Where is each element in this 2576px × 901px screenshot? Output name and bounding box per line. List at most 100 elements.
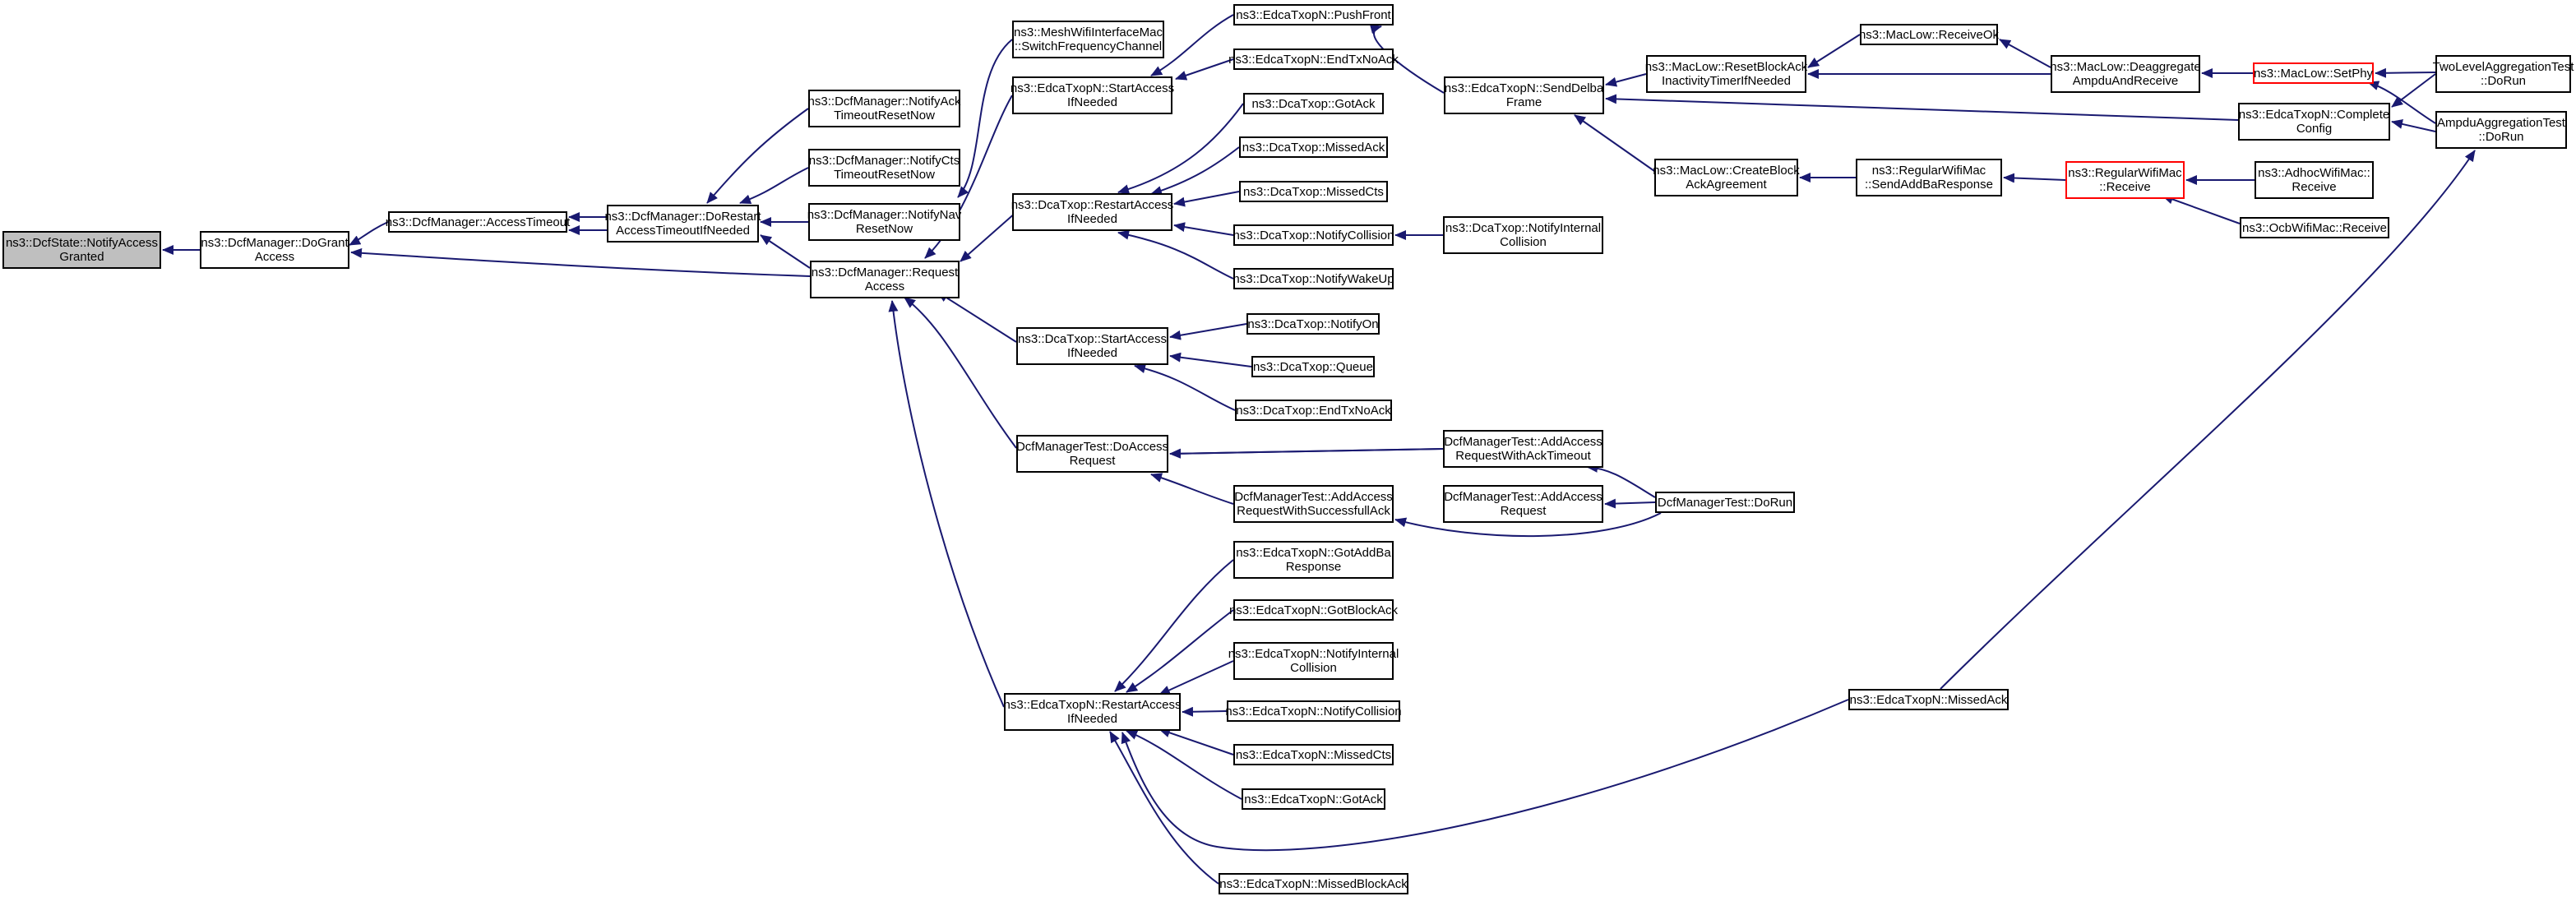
node-label: ns3::DcaTxop::StartAccess	[1018, 332, 1167, 346]
node-dcatxop-end-tx-no-ack[interactable]: ns3::DcaTxop::EndTxNoAck	[1235, 400, 1392, 421]
node-label: ns3::RegularWifiMac	[1871, 164, 1986, 178]
node-label: ns3::EdcaTxopN::GotBlockAck	[1228, 603, 1399, 617]
node-label: ns3::EdcaTxopN::PushFront	[1236, 7, 1391, 22]
node-label: TwoLevelAggregationTest	[2432, 60, 2574, 74]
node-ocbwifimac-receive[interactable]: ns3::OcbWifiMac::Receive	[2240, 217, 2389, 238]
node-ampdu-aggregation-test[interactable]: AmpduAggregationTest::DoRun	[2435, 111, 2567, 149]
node-dcatxop-missed-cts[interactable]: ns3::DcaTxop::MissedCts	[1239, 181, 1388, 202]
node-edcatxopn-missed-ack[interactable]: ns3::EdcaTxopN::MissedAck	[1848, 689, 2009, 710]
node-label: ResetNow	[855, 222, 913, 236]
node-label: ns3::AdhocWifiMac::	[2258, 166, 2370, 180]
call-edge	[2375, 67, 2436, 78]
node-label: DcfManagerTest::AddAccess	[1234, 490, 1393, 504]
node-label: ns3::DcfManager::NotifyAck	[807, 95, 961, 109]
call-edge	[1159, 660, 1234, 695]
node-label: Config	[2296, 122, 2333, 136]
node-label: ns3::EdcaTxopN::StartAccess	[1010, 81, 1175, 95]
node-dcfmanager-access-timeout[interactable]: ns3::DcfManager::AccessTimeout	[386, 211, 570, 233]
node-maclow-receive-ok[interactable]: ns3::MacLow::ReceiveOk	[1859, 24, 1999, 45]
node-label: Granted	[59, 250, 104, 264]
node-label: ns3::DcaTxop::EndTxNoAck	[1236, 403, 1391, 418]
node-label: ns3::DcfManager::AccessTimeout	[385, 215, 571, 229]
node-label: ns3::DcfState::NotifyAccess	[5, 236, 159, 250]
node-label: RequestWithSuccessfullAck	[1237, 504, 1390, 518]
call-edge	[1173, 191, 1240, 207]
node-maclow-set-phy[interactable]: ns3::MacLow::SetPhy	[2253, 62, 2374, 84]
node-label: IfNeeded	[1067, 712, 1117, 726]
node-label: Collision	[1290, 661, 1337, 675]
node-label: ns3::DcaTxop::Queue	[1253, 359, 1373, 374]
node-adhocwifimac-receive[interactable]: ns3::AdhocWifiMac::Receive	[2255, 161, 2374, 199]
call-edge	[1169, 448, 1444, 459]
node-label: DcfManagerTest::DoAccess	[1015, 440, 1169, 454]
call-edge	[1605, 73, 1647, 87]
call-edge	[904, 297, 1017, 449]
call-edge	[1173, 222, 1234, 236]
node-edcatxopn-end-tx-no-ack[interactable]: ns3::EdcaTxopN::EndTxNoAck	[1228, 49, 1399, 70]
node-label: TimeoutResetNow	[834, 109, 935, 122]
node-dcatxop-queue[interactable]: ns3::DcaTxop::Queue	[1251, 356, 1375, 377]
node-label: ns3::DcaTxop::GotAck	[1251, 96, 1376, 111]
node-edcatxopn-push-front[interactable]: ns3::EdcaTxopN::PushFront	[1233, 4, 1394, 25]
node-two-level-aggregation-test[interactable]: TwoLevelAggregationTest::DoRun	[2432, 55, 2574, 93]
node-label: ns3::OcbWifiMac::Receive	[2242, 220, 2387, 235]
node-edcatxopn-missed-block-ack[interactable]: ns3::EdcaTxopN::MissedBlockAck	[1219, 873, 1408, 894]
node-label: ns3::DcaTxop::MissedCts	[1243, 184, 1384, 199]
node-label: ns3::DcaTxop::NotifyWakeUp	[1233, 271, 1394, 286]
node-label: ns3::EdcaTxopN::MissedBlockAck	[1219, 876, 1408, 891]
node-label: ns3::EdcaTxopN::SendDelba	[1444, 81, 1604, 95]
node-label: AmpduAndReceive	[2072, 74, 2179, 88]
call-edge	[1574, 114, 1655, 172]
node-label: ns3::MacLow::CreateBlock	[1653, 164, 1800, 178]
node-label: ns3::DcaTxop::MissedAck	[1242, 140, 1385, 155]
node-dcatxop-missed-ack[interactable]: ns3::DcaTxop::MissedAck	[1239, 136, 1388, 158]
node-edcatxopn-notify-collision[interactable]: ns3::EdcaTxopN::NotifyCollision	[1225, 700, 1402, 722]
node-regularwifimac-send-addba-response[interactable]: ns3::RegularWifiMac::SendAddBaResponse	[1856, 159, 2002, 196]
node-label: ns3::DcaTxop::NotifyOn	[1247, 317, 1379, 331]
node-dcatxop-got-ack[interactable]: ns3::DcaTxop::GotAck	[1243, 93, 1384, 114]
call-edge	[1394, 512, 1662, 538]
node-label: ns3::DcfManager::Request	[811, 266, 959, 280]
call-edge	[1150, 473, 1234, 505]
node-label: ns3::EdcaTxopN::NotifyCollision	[1225, 704, 1402, 718]
node-dcatxop-notify-on[interactable]: ns3::DcaTxop::NotifyOn	[1246, 313, 1380, 335]
node-test-do-run[interactable]: DcfManagerTest::DoRun	[1655, 492, 1795, 513]
node-label: ns3::EdcaTxopN::EndTxNoAck	[1228, 52, 1399, 67]
node-label: ns3::MacLow::ResetBlockAck	[1644, 60, 1808, 74]
node-edcatxopn-missed-cts[interactable]: ns3::EdcaTxopN::MissedCts	[1233, 744, 1394, 765]
node-edcatxopn-got-block-ack[interactable]: ns3::EdcaTxopN::GotBlockAck	[1229, 599, 1398, 621]
call-edge	[350, 247, 811, 277]
call-edge	[1150, 14, 1234, 76]
node-dcatxop-notify-wakeup[interactable]: ns3::DcaTxop::NotifyWakeUp	[1233, 268, 1394, 289]
node-edcatxopn-got-ack[interactable]: ns3::EdcaTxopN::GotAck	[1242, 788, 1385, 810]
node-mesh-switch-frequency-channel[interactable]: ns3::MeshWifiInterfaceMac::SwitchFrequen…	[1012, 21, 1164, 58]
node-regularwifimac-receive[interactable]: ns3::RegularWifiMac::Receive	[2065, 161, 2185, 199]
node-label: ns3::EdcaTxopN::MissedAck	[1849, 692, 2008, 707]
node-label: ns3::DcfManager::DoGrant	[201, 236, 349, 250]
node-label: ns3::EdcaTxopN::RestartAccess	[1003, 698, 1182, 712]
node-dcatxop-notify-collision[interactable]: ns3::DcaTxop::NotifyCollision	[1233, 224, 1394, 246]
